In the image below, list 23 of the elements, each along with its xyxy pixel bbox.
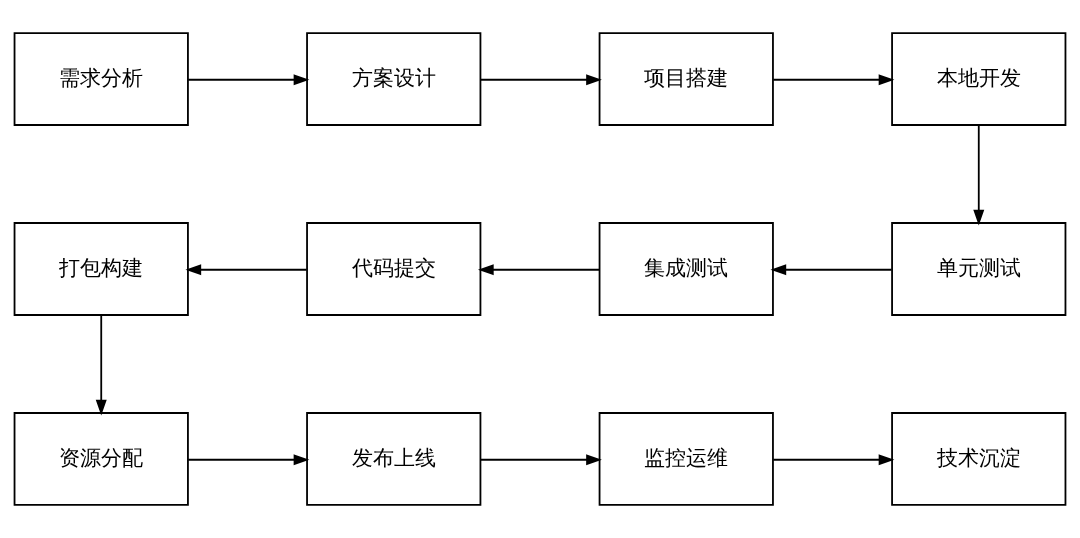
node-box: 项目搭建	[598, 32, 774, 126]
arrow	[973, 124, 985, 226]
node-box: 集成测试	[598, 222, 774, 316]
arrow	[479, 74, 602, 86]
node-box: 监控运维	[598, 412, 774, 506]
arrow	[770, 264, 893, 276]
node-box: 代码提交	[306, 222, 482, 316]
node-box: 本地开发	[891, 32, 1067, 126]
arrow	[187, 454, 310, 466]
node-box: 方案设计	[306, 32, 482, 126]
node-box: 打包构建	[13, 222, 189, 316]
arrow	[772, 74, 895, 86]
node-box: 资源分配	[13, 412, 189, 506]
arrow	[95, 314, 107, 416]
arrow	[772, 454, 895, 466]
node-box: 需求分析	[13, 32, 189, 126]
arrow	[479, 454, 602, 466]
arrow	[185, 264, 308, 276]
node-box: 发布上线	[306, 412, 482, 506]
node-box: 单元测试	[891, 222, 1067, 316]
arrow	[187, 74, 310, 86]
arrow	[477, 264, 601, 276]
node-box: 技术沉淀	[891, 412, 1067, 506]
